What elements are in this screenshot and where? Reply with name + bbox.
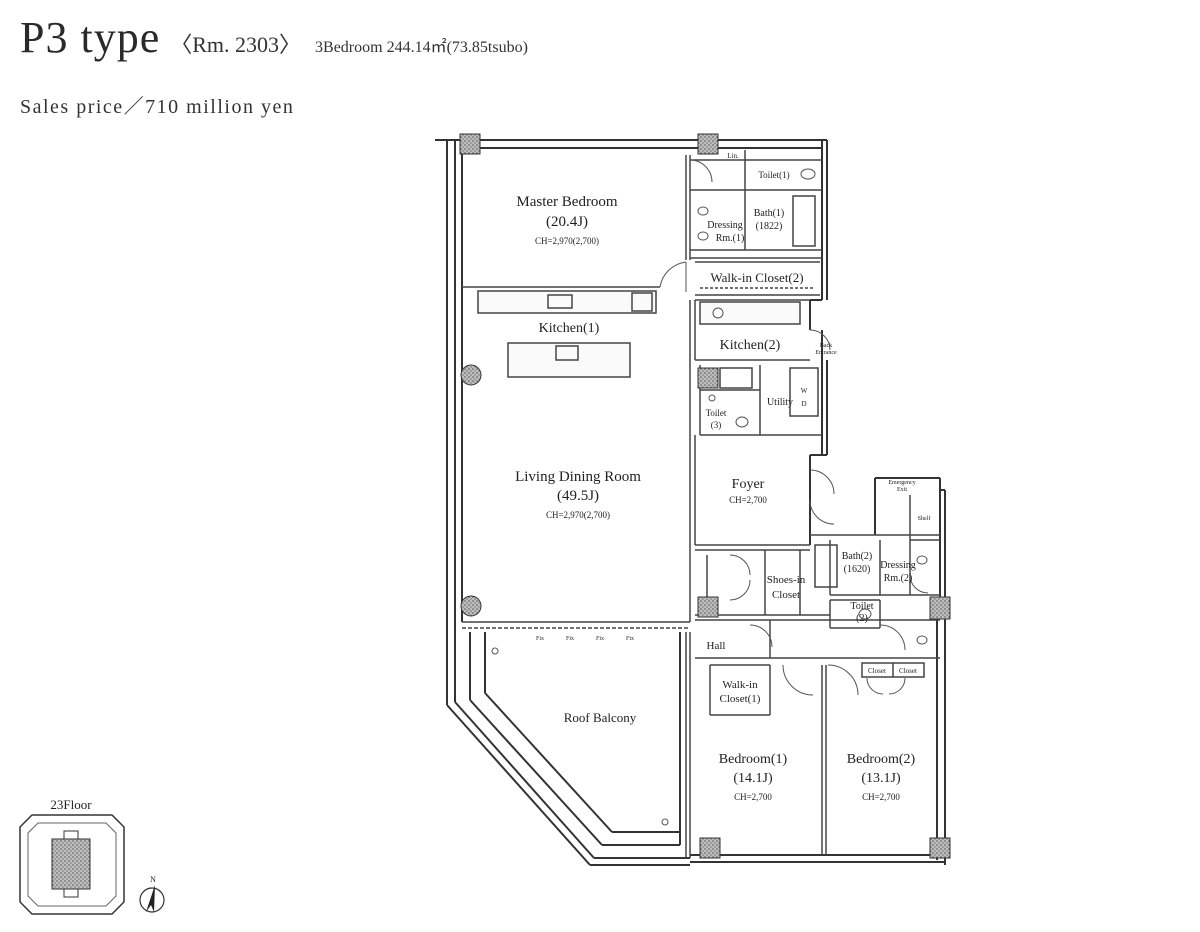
walkin1-label: Walk-in: [722, 679, 758, 691]
bedroom2-ch: CH=2,700: [862, 792, 900, 802]
key-plan-core: [51, 838, 91, 890]
interior-walls: [462, 150, 940, 858]
bedroom2-size: (13.1J): [861, 771, 901, 786]
bath2-label: Bath(2): [842, 551, 873, 562]
compass-ring: [139, 887, 165, 913]
utility-label: Utility: [767, 397, 793, 408]
walkin2-label: Walk-in Closet(2): [710, 270, 803, 285]
bath1b-label: (1822): [756, 221, 783, 232]
fix-label: Fix: [596, 636, 604, 642]
structural-columns: [459, 133, 951, 859]
title-line: P3 type 〈Rm. 2303〉 3Bedroom 244.14㎡(73.8…: [20, 12, 528, 63]
lin-label: Lin.: [727, 152, 739, 160]
living-size: (49.5J): [557, 488, 599, 504]
emergency-b-label: Exit: [897, 487, 907, 493]
walkin1b-label: Closet(1): [720, 693, 761, 705]
north-arrow: N: [139, 875, 165, 913]
dressing2-label: Dressing: [880, 560, 916, 571]
bedroom2-label: Bedroom(2): [847, 752, 916, 767]
plan-header: P3 type 〈Rm. 2303〉 3Bedroom 244.14㎡(73.8…: [20, 12, 528, 63]
master-bedroom-ch: CH=2,970(2,700): [535, 236, 599, 246]
north-label: N: [150, 875, 156, 884]
closet-a-label: Closet: [868, 667, 886, 675]
dressing2b-label: Rm.(2): [884, 573, 913, 584]
roof-balcony-label: Roof Balcony: [564, 710, 637, 725]
fix-label: Fix: [566, 636, 574, 642]
wd2-label: D: [801, 400, 806, 408]
kitchen1-label: Kitchen(1): [539, 321, 600, 336]
hall-label: Hall: [707, 640, 726, 652]
kitchen2-label: Kitchen(2): [720, 338, 781, 353]
foyer-label: Foyer: [732, 477, 765, 492]
emergency-label: Emergency: [888, 480, 915, 486]
sales-price: Sales price／710 million yen: [20, 96, 295, 118]
fixtures: [491, 168, 928, 826]
fix-label: Fix: [536, 636, 544, 642]
door-swings: [659, 159, 929, 696]
bedroom1-label: Bedroom(1): [719, 752, 788, 767]
toilet2b-label: (2): [856, 613, 868, 624]
plan-type-title: P3 type: [20, 13, 161, 62]
shoes-b-label: Closet: [772, 589, 800, 601]
bath1-label: Bath(1): [754, 208, 785, 219]
living-label: Living Dining Room: [515, 469, 641, 485]
bedroom1-ch: CH=2,700: [734, 792, 772, 802]
shelf-label: Shelf: [918, 515, 931, 522]
dressing1-label: Dressing: [707, 220, 743, 231]
master-bedroom-label: Master Bedroom: [516, 194, 618, 210]
wd-label: W: [801, 387, 808, 395]
room-labels: Master Bedroom (20.4J) CH=2,970(2,700) L…: [515, 152, 930, 802]
bath2b-label: (1620): [844, 564, 871, 575]
closet-b-label: Closet: [899, 667, 917, 675]
outer-walls: [435, 139, 946, 866]
back-entrance-label: Back: [820, 343, 832, 349]
room-number: 〈Rm. 2303〉: [170, 32, 302, 57]
shoes-label: Shoes-in: [767, 574, 806, 586]
toilet2-label: Toilet: [850, 601, 873, 612]
dressing1b-label: Rm.(1): [716, 233, 745, 244]
toilet3b-label: (3): [711, 420, 722, 430]
fix-label: Fix: [626, 636, 634, 642]
north-arrow-icon: [146, 885, 155, 912]
back-entrance-b-label: Entrance: [815, 350, 837, 356]
master-bedroom-size: (20.4J): [546, 214, 588, 230]
toilet1-label: Toilet(1): [758, 170, 789, 180]
foyer-ch: CH=2,700: [729, 495, 767, 505]
bedroom1-size: (14.1J): [733, 771, 773, 786]
toilet3-label: Toilet: [706, 408, 727, 418]
living-ch: CH=2,970(2,700): [546, 510, 610, 520]
unit-specs: 3Bedroom 244.14㎡(73.85tsubo): [315, 39, 528, 56]
key-plan-floor: 23Floor: [50, 797, 92, 812]
key-plan: 23Floor: [19, 797, 125, 915]
